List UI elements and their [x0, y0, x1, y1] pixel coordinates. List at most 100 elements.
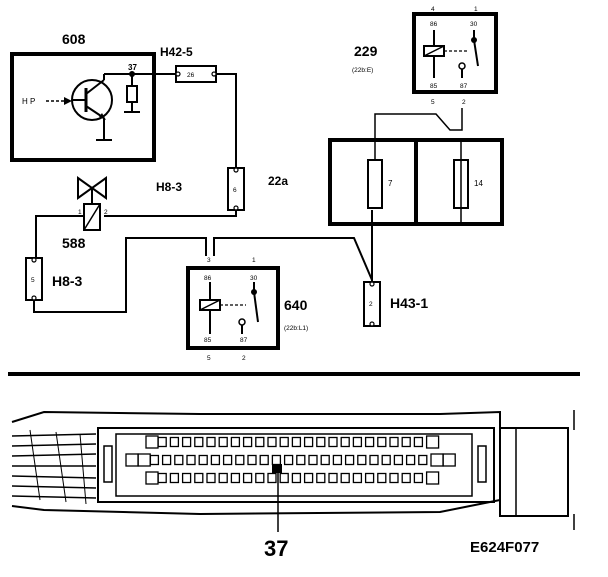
connector-pin: [169, 436, 180, 448]
relay-229-num-top-left: 4: [431, 6, 435, 13]
connector-pin: [357, 454, 367, 466]
connector-pin: [328, 436, 338, 448]
connector-pin: [267, 436, 277, 448]
connector-pin: [235, 454, 245, 466]
cable-bundle: [11, 429, 97, 505]
connector-pin: [364, 472, 375, 484]
relay-229-pin-85: 85: [430, 83, 438, 90]
connector-pin: [344, 454, 355, 466]
connector-pin: [413, 436, 424, 448]
connector-pin: [291, 472, 302, 484]
connector-pin: [405, 454, 416, 466]
connector-pin: [174, 454, 184, 466]
connector-pin: [283, 454, 294, 466]
relay-229-label: 229: [354, 43, 378, 59]
connector-pin: [222, 454, 233, 466]
connector-pin: [169, 472, 180, 484]
connector-pin: [352, 436, 363, 448]
connector-pin: [271, 454, 282, 466]
connector-pin: [291, 436, 302, 448]
connector-pin: [137, 453, 151, 467]
connector-pin-grid: [125, 435, 456, 485]
ecu-connector-view: 37: [11, 410, 575, 561]
connector-pin: [320, 454, 330, 466]
connector-pin: [316, 472, 326, 484]
connector-pin: [340, 436, 350, 448]
fuse-box: 7 14: [328, 138, 504, 226]
connector-pin: [161, 454, 172, 466]
relay-640-pin-87: 87: [240, 337, 248, 344]
relay-229-sublabel: (22b:E): [352, 67, 373, 74]
connector-pin: [308, 454, 318, 466]
ecu-608: 608 H P 37: [10, 31, 156, 162]
relay-640-label: 640: [284, 297, 308, 313]
connector-h8-3-mid-pin: 6: [233, 187, 237, 194]
figure-code: E624F077: [470, 539, 539, 556]
relay-229: 4 1 86 30 85 87 5 2 229 (22b:E): [352, 6, 498, 106]
connector-h43-1-pin: 2: [369, 301, 373, 308]
connector-pin: [279, 472, 289, 484]
connector-h43-1: 2 H43-1: [363, 281, 428, 327]
relay-640-num-bot-left: 5: [207, 355, 211, 362]
connector-pin: [125, 453, 139, 467]
connector-h43-1-label: H43-1: [390, 295, 428, 311]
relay-229-pin-86: 86: [430, 21, 438, 28]
connector-pin: [332, 454, 343, 466]
connector-h8-3-left-label: H8-3: [52, 273, 83, 289]
connector-pin: [255, 436, 265, 448]
fuse-14-label: 14: [474, 179, 483, 188]
ecu-pin-label: 37: [128, 63, 137, 72]
connector-pin: [267, 472, 277, 484]
pin-callout-label: 37: [264, 536, 288, 561]
connector-pin: [316, 436, 326, 448]
connector-pin: [377, 472, 387, 484]
valve-label: 588: [62, 235, 86, 251]
connector-pin: [377, 436, 387, 448]
connector-pin: [413, 472, 424, 484]
connector-pin: [218, 472, 228, 484]
connector-pin: [364, 436, 375, 448]
connector-pin: [198, 454, 208, 466]
connector-h8-3-mid-label: H8-3: [156, 180, 182, 194]
connector-h42-5-pin: 26: [187, 72, 195, 79]
connector-pin: [425, 471, 440, 485]
connector-pin: [242, 472, 253, 484]
ecu-label: 608: [62, 31, 86, 47]
connector-pin: [442, 453, 456, 467]
connector-pin: [206, 436, 216, 448]
connector-pin: [247, 454, 257, 466]
connector-h8-3-left-pin: 5: [31, 277, 35, 284]
connector-pin: [340, 472, 350, 484]
connector-pin: [393, 454, 404, 466]
relay-229-num-bot-right: 2: [462, 99, 466, 106]
connector-pin: [186, 454, 196, 466]
connector-pin: [296, 454, 306, 466]
connector-pin: [145, 471, 159, 485]
valve-pin-left: 1: [78, 209, 82, 216]
connector-pin: [194, 436, 204, 448]
connector-pin: [401, 436, 411, 448]
connector-pin: [303, 436, 314, 448]
relay-640-pin-85: 85: [204, 337, 212, 344]
connector-pin: [242, 436, 253, 448]
connector-pin: [279, 436, 289, 448]
relay-229-pin-87: 87: [460, 83, 468, 90]
connector-pin: [425, 435, 440, 449]
connector-pin: [259, 454, 269, 466]
connector-pin: [149, 454, 160, 466]
fuse-7-label: 7: [388, 179, 393, 188]
connector-pin: [157, 472, 167, 484]
relay-640-num-top-left: 3: [207, 257, 211, 264]
connector-pin: [210, 454, 221, 466]
connector-pin: [389, 472, 399, 484]
connector-h42-5: 26 H42-5: [160, 45, 217, 83]
connector-pin: [206, 472, 216, 484]
connector-pin: [181, 436, 192, 448]
relay-640-sublabel: (22b:L1): [284, 325, 308, 332]
relay-640: 3 1 86 30 85 87 5 2 640 (22b:L1): [186, 257, 308, 362]
connector-pin: [381, 454, 391, 466]
connector-pin-highlighted: [272, 464, 282, 473]
connector-pin: [401, 472, 411, 484]
